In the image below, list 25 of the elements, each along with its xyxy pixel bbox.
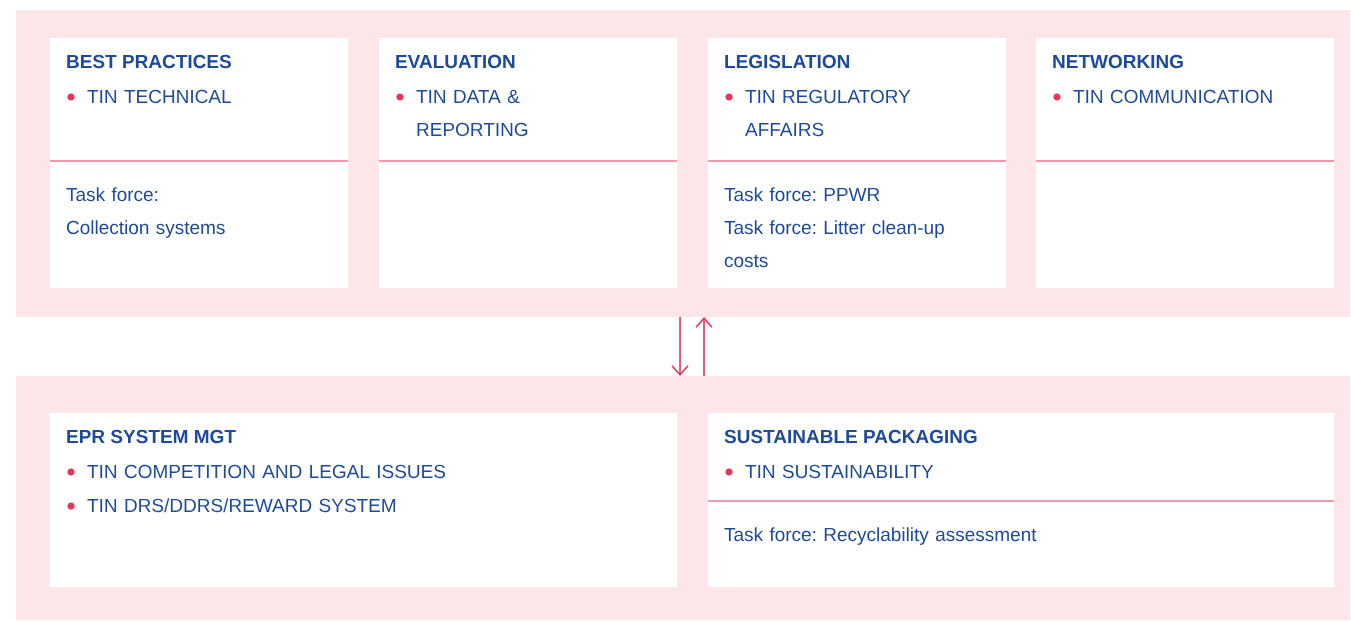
bullet-item: TIN TECHNICAL <box>87 89 231 104</box>
task-force-text: Task force: Recyclability assessment <box>724 527 1037 545</box>
card <box>49 38 349 288</box>
card <box>707 413 1335 587</box>
bullet-item: TIN COMMUNICATION <box>1073 89 1272 104</box>
card-heading: LEGISLATION <box>725 54 850 69</box>
bullet-item: TIN SUSTAINABILITY <box>745 464 934 479</box>
card-heading: EPR SYSTEM MGT <box>67 429 236 444</box>
card-heading: SUSTAINABLE PACKAGING <box>724 429 977 444</box>
card <box>378 38 678 288</box>
task-force-text: Task force: Litter clean-up costs <box>724 220 944 268</box>
card <box>707 38 1007 288</box>
card <box>1035 38 1335 288</box>
bullet-item: TIN DATA & REPORTING <box>416 89 528 137</box>
task-force-text: Task force: PPWR <box>724 187 880 202</box>
bullet-item: TIN COMPETITION AND LEGAL ISSUES <box>87 464 446 479</box>
task-force-text: Task force: Collection systems <box>66 187 225 238</box>
arrow <box>671 316 689 376</box>
bullet-item: TIN DRS/DDRS/REWARD SYSTEM <box>87 498 396 513</box>
bullet-item: TIN REGULATORY AFFAIRS <box>745 89 911 137</box>
card-heading: EVALUATION <box>396 54 515 69</box>
card <box>50 413 677 587</box>
card-heading: BEST PRACTICES <box>67 54 231 69</box>
arrow <box>695 317 713 377</box>
card-heading: NETWORKING <box>1053 54 1183 69</box>
